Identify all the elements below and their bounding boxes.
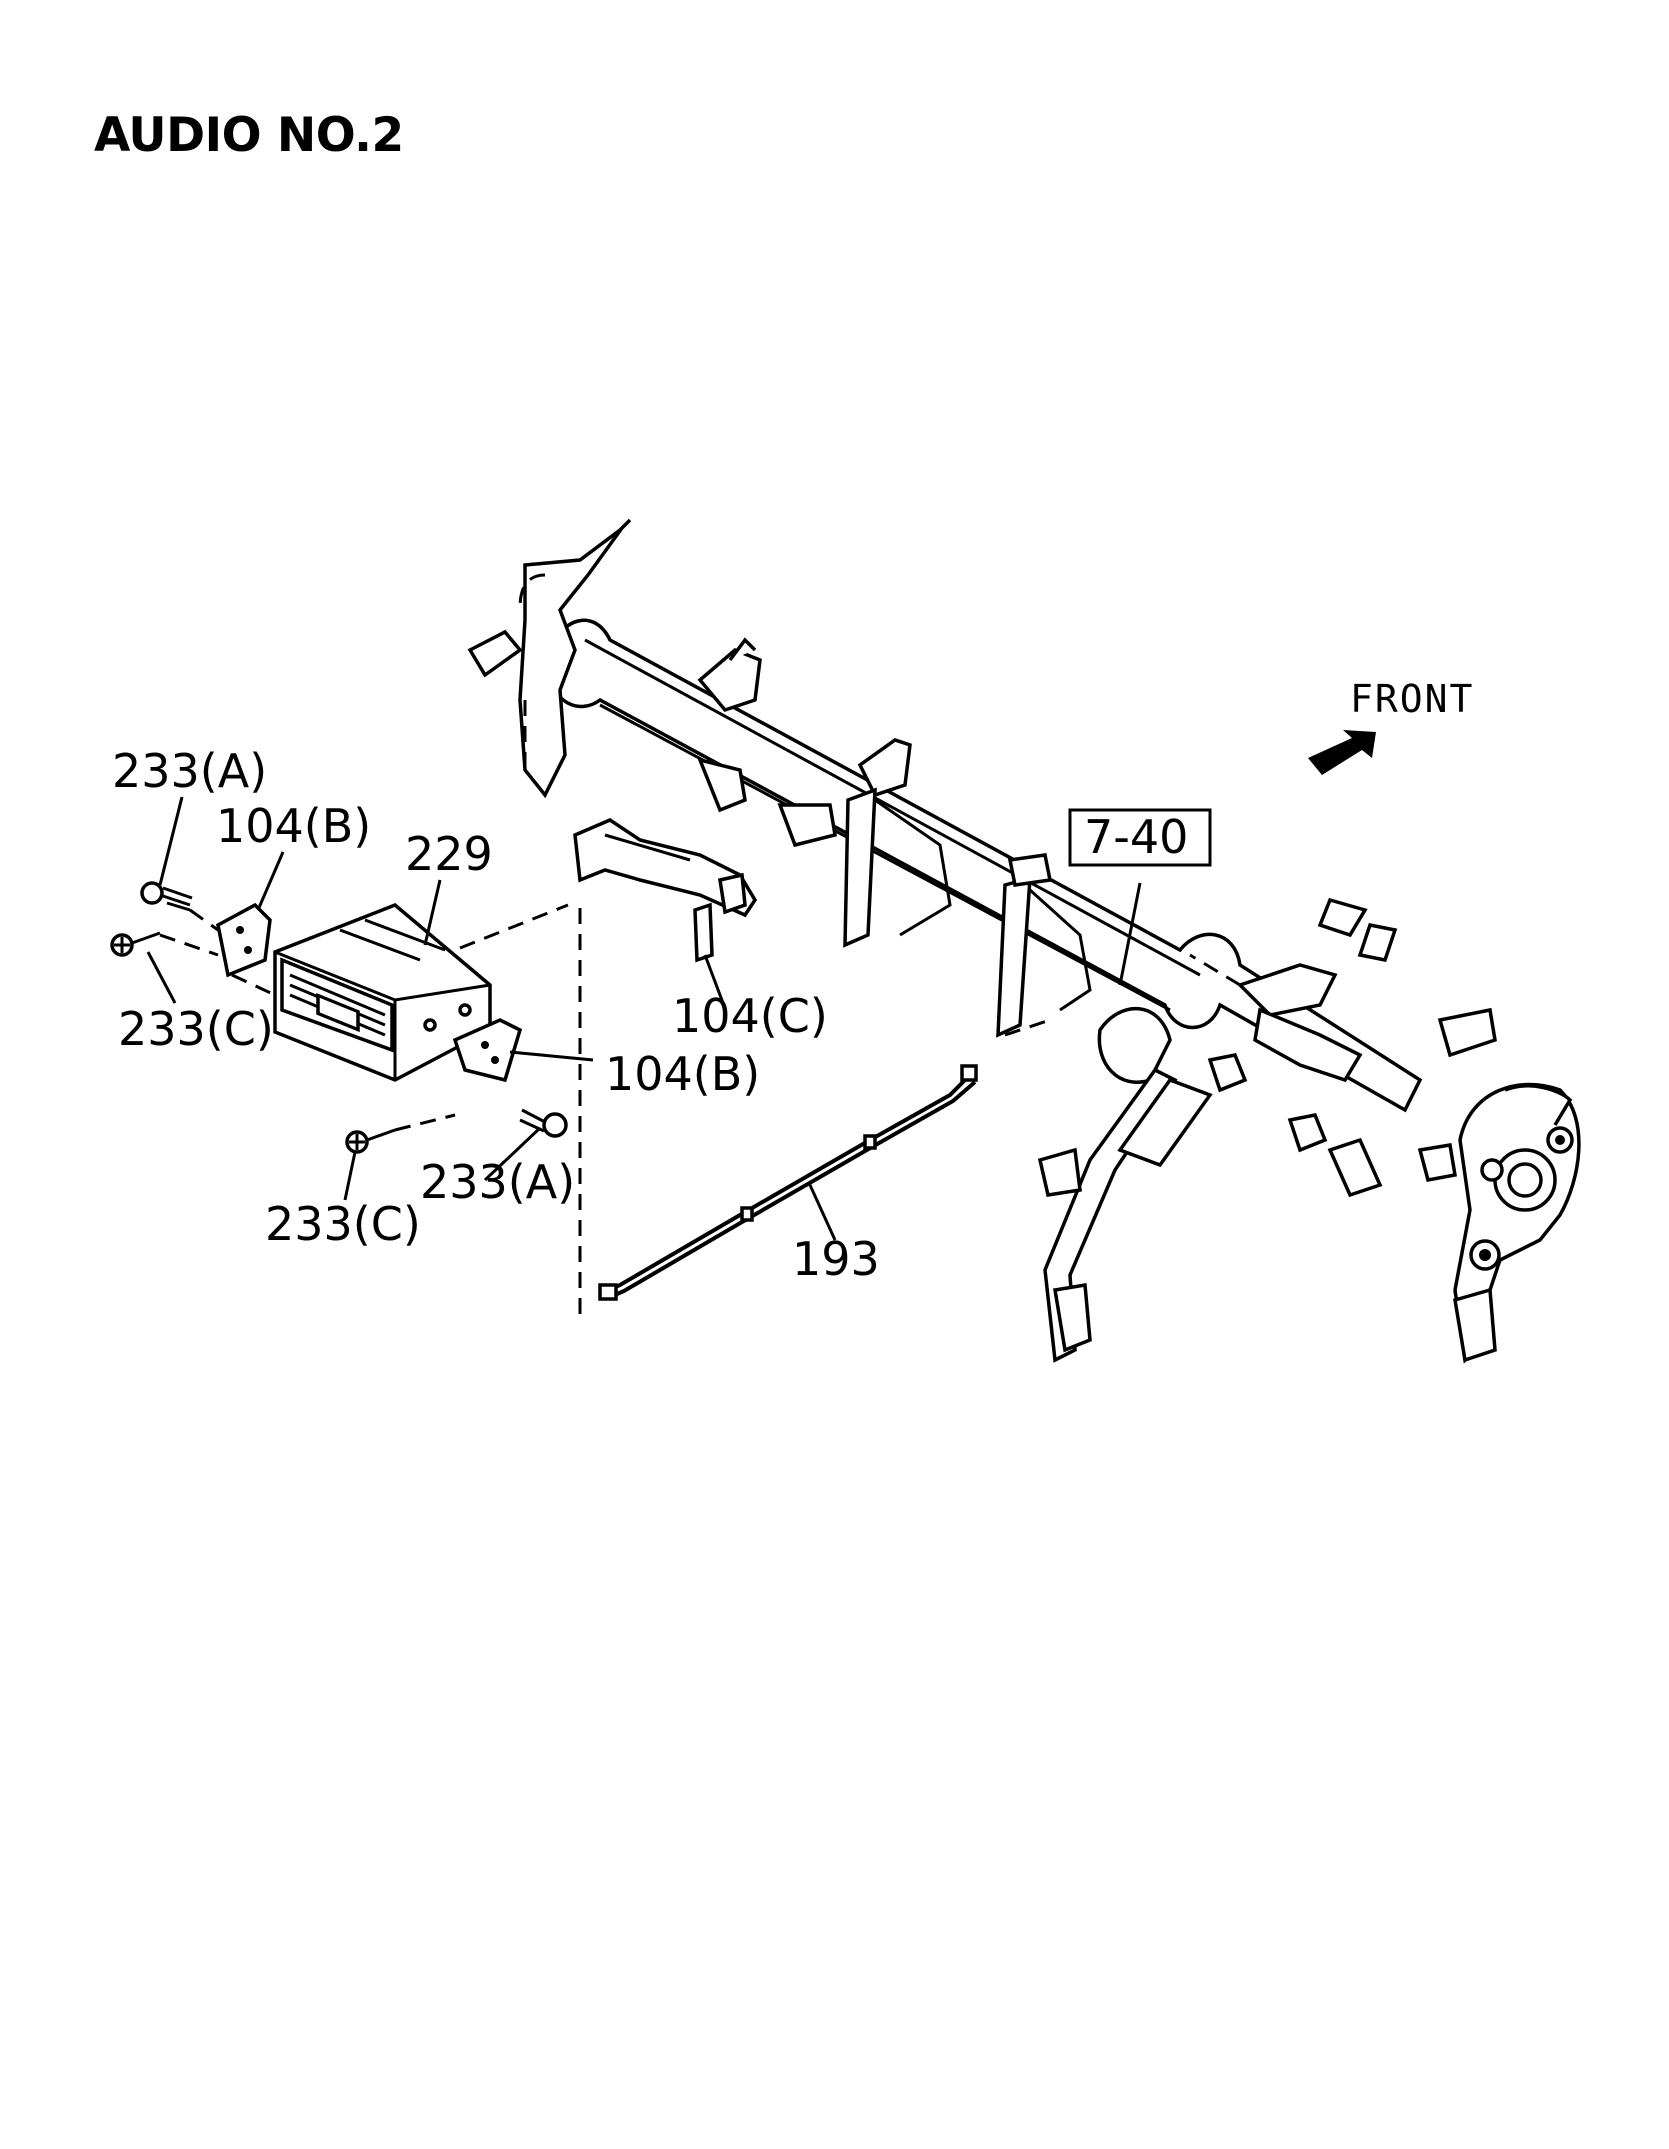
reference-box-label: 7-40: [1084, 810, 1188, 864]
screw-233a-top: [140, 881, 193, 912]
callout-104c: 104(C): [672, 989, 828, 1043]
callout-193: 193: [792, 1232, 880, 1286]
callout-229: 229: [405, 827, 493, 881]
callout-233c-left: 233(C): [118, 1002, 274, 1056]
cross-car-beam: [467, 518, 1581, 1364]
screw-233c-bottom: [345, 1128, 396, 1154]
screw-233a-bottom: [519, 1108, 568, 1138]
callout-233c-bottom: 233(C): [265, 1197, 421, 1251]
antenna-cable-193: [598, 1064, 978, 1301]
front-arrow-icon: [1308, 730, 1376, 775]
callout-233a-top: 233(A): [112, 744, 267, 798]
reference-box: [1068, 808, 1212, 867]
bracket-104b-right: [452, 1018, 523, 1083]
bracket-104b-left: [216, 902, 272, 978]
leader-lines: [146, 796, 1142, 1241]
callout-104b-right: 104(B): [605, 1047, 760, 1101]
callout-104b-top: 104(B): [216, 799, 371, 853]
bracket-104c: [573, 818, 758, 963]
audio-unit-229: [273, 902, 492, 1082]
callout-233a-bottom: 233(A): [420, 1155, 575, 1209]
front-label: FRONT: [1350, 677, 1474, 721]
installation-lines: [159, 903, 1051, 1315]
screw-233c-left: [110, 931, 161, 957]
diagram-title: AUDIO NO.2: [94, 108, 404, 163]
